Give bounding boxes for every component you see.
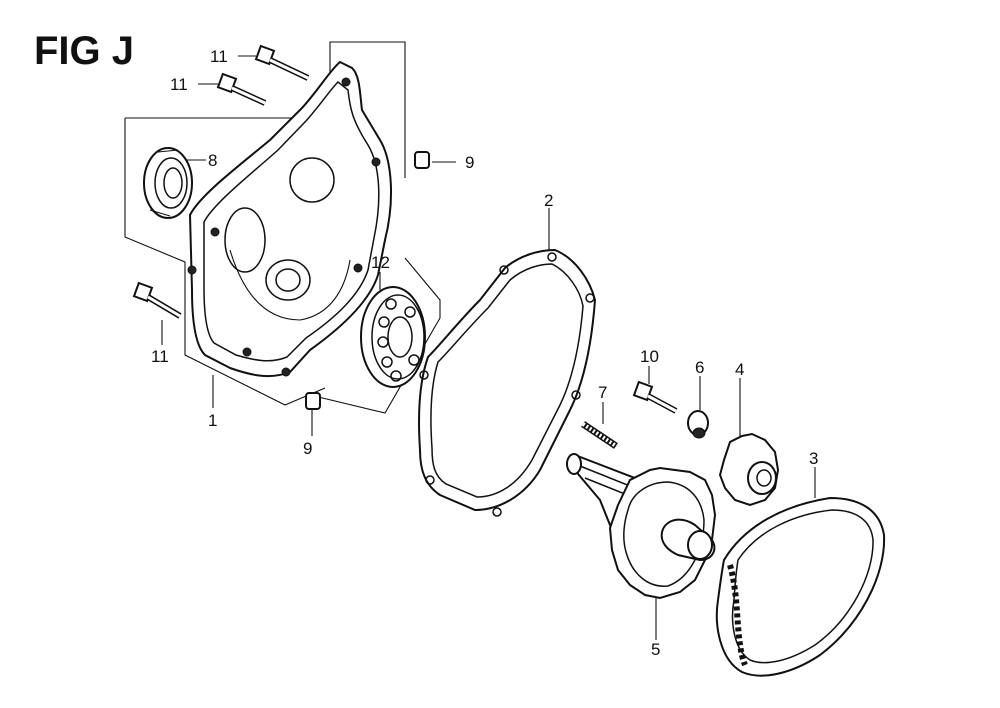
oil-seal (143, 147, 193, 219)
callout-5: 5 (651, 640, 660, 659)
dowel-pin-lower (305, 392, 321, 410)
callout-4: 4 (735, 360, 744, 379)
callout-10: 10 (640, 347, 659, 366)
callout-11-lower: 11 (151, 347, 169, 366)
drive-shaft-sprocket (566, 453, 717, 600)
callout-3: 3 (809, 449, 818, 468)
spring-pin (581, 421, 618, 449)
leader-lines (161, 55, 816, 640)
callout-9-lower: 9 (303, 439, 312, 458)
dowel-pin-upper (414, 151, 430, 169)
callout-12: 12 (371, 253, 390, 272)
figure-title: FIG J (34, 29, 134, 73)
callout-11-middle: 11 (170, 75, 188, 94)
ball-bearing (360, 286, 426, 388)
callout-1: 1 (208, 411, 217, 430)
callout-6: 6 (695, 358, 704, 377)
flange-bolt-lower (132, 281, 182, 319)
flange-bolt-upper (254, 44, 310, 81)
callout-8: 8 (208, 151, 217, 170)
callout-2: 2 (544, 191, 553, 210)
washer (687, 410, 709, 439)
drive-chain (715, 496, 886, 677)
gasket (417, 248, 597, 517)
flange-bolt-middle (216, 72, 267, 106)
gear-case-cover (187, 60, 392, 378)
callout-11-upper: 11 (210, 47, 228, 66)
drive-sprocket-small (718, 432, 780, 507)
callout-7: 7 (598, 383, 607, 402)
assembly-bracket-part-1 (124, 41, 441, 414)
sprocket-bolt (632, 380, 678, 414)
callout-9-upper: 9 (465, 153, 474, 172)
